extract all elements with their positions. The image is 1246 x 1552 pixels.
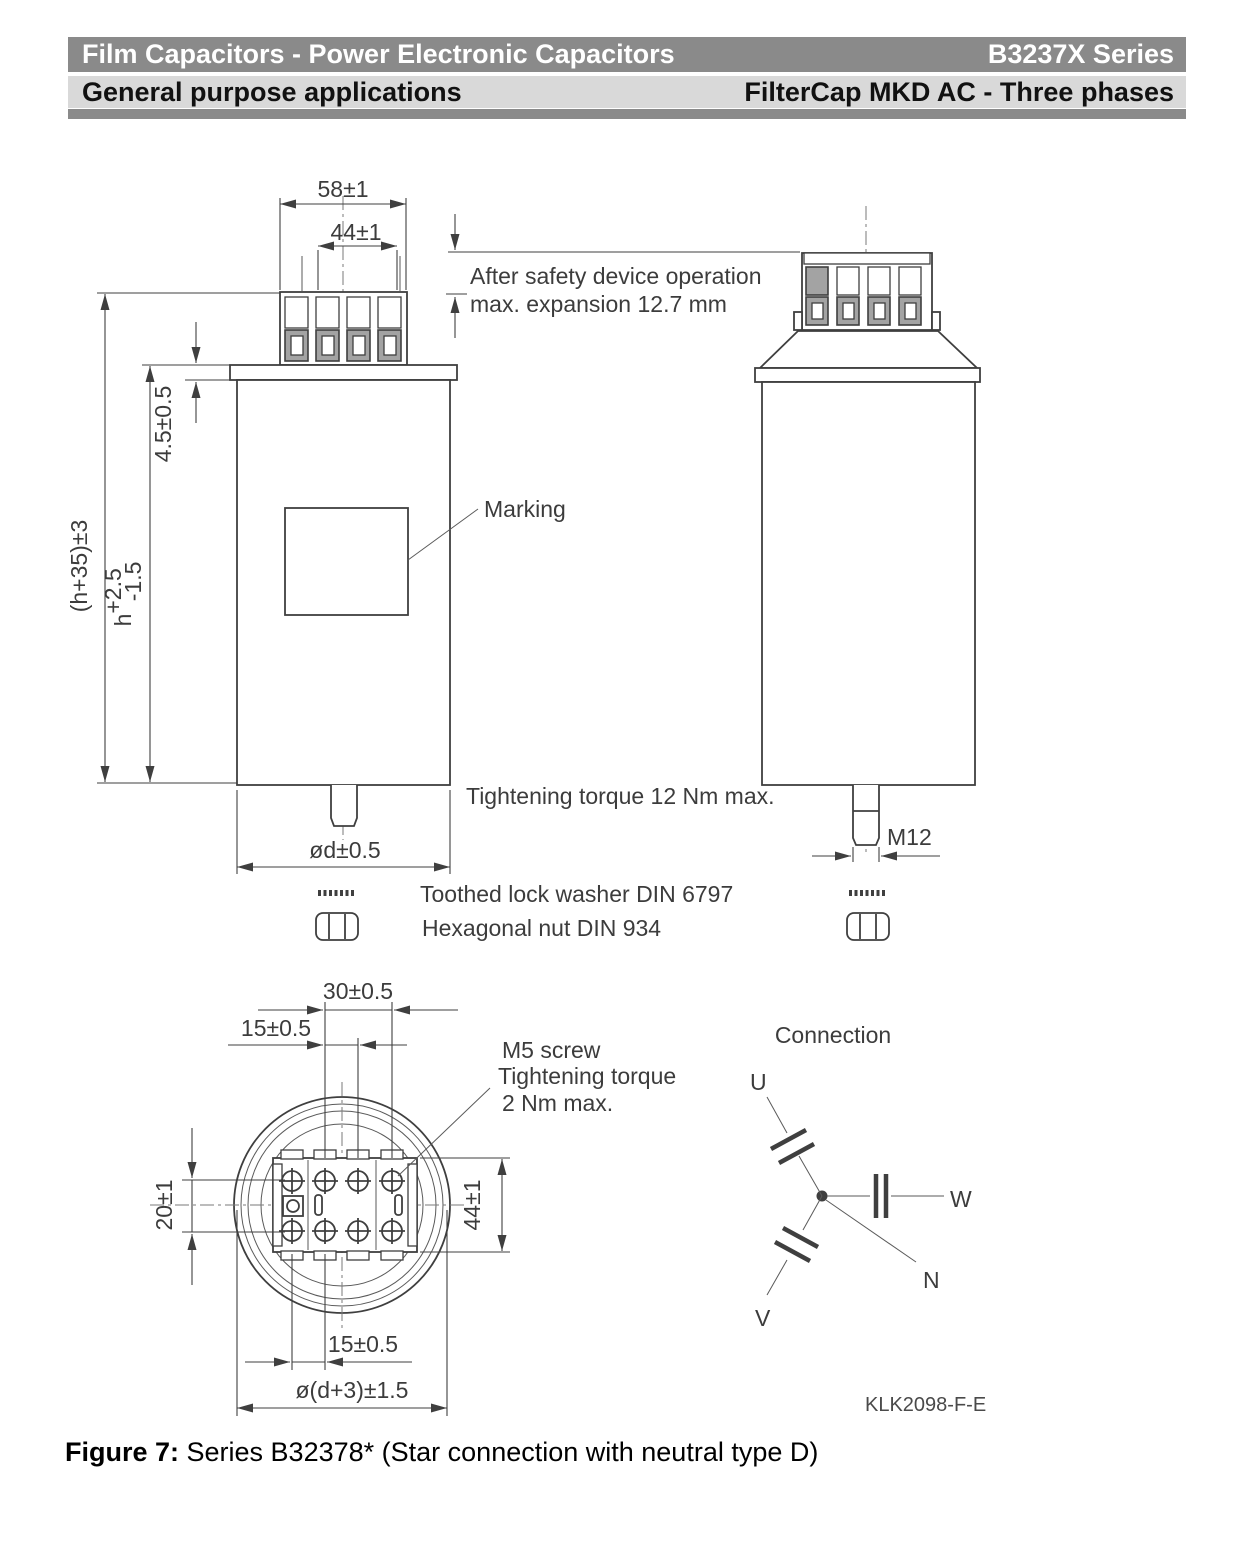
- expansion-note-line1: After safety device operation: [470, 263, 762, 289]
- dim-lid-height: 4.5±0.5: [150, 386, 176, 463]
- header-series: B3237X Series: [987, 39, 1174, 69]
- expansion-note-line2: max. expansion 12.7 mm: [470, 291, 727, 317]
- slot: [394, 1194, 403, 1216]
- terminal-screws: [279, 1168, 405, 1244]
- screw-note-line2: Tightening torque: [498, 1063, 676, 1089]
- dim-44-top: 44±1: [331, 219, 382, 245]
- dim-15-top: 15±0.5: [241, 1015, 311, 1041]
- figure-caption-text: Series B32378* (Star connection with neu…: [179, 1437, 819, 1467]
- header-application: General purpose applications: [82, 76, 462, 107]
- header-title: Film Capacitors - Power Electronic Capac…: [82, 39, 675, 69]
- figure-caption: Figure 7: Series B32378* (Star connectio…: [65, 1437, 965, 1468]
- dim-44-block: 44±1: [459, 1180, 485, 1231]
- dim-58: 58±1: [318, 176, 369, 202]
- bottom-terminal-block: [272, 1149, 418, 1261]
- phase-w-label: W: [950, 1186, 972, 1212]
- side-stud: [852, 785, 880, 846]
- connection-diagram: Connection U V W N: [750, 1022, 972, 1331]
- top-dimensions: 58±1 44±1 After safety device operation …: [279, 176, 800, 338]
- front-lid-flange: [229, 364, 458, 381]
- side-lid-flange: [754, 367, 981, 383]
- side-view: [754, 206, 981, 852]
- front-view: [229, 196, 458, 840]
- dim-total-height: (h+35)±3: [66, 520, 92, 613]
- front-stud: [330, 785, 358, 827]
- capacitor-plate: [773, 1240, 812, 1263]
- header-rule: [68, 109, 1186, 119]
- dim-body-height: h+2.5-1.5: [100, 562, 146, 627]
- header-bar-secondary: General purpose applications FilterCap M…: [68, 76, 1186, 108]
- screw-note-line1: M5 screw: [502, 1037, 601, 1063]
- screw-note-line3: 2 Nm max.: [502, 1090, 613, 1116]
- slot: [314, 1194, 323, 1216]
- phase-v-label: V: [755, 1305, 771, 1331]
- neutral-label: N: [923, 1267, 940, 1293]
- keying-square: [282, 1195, 304, 1217]
- side-body: [761, 381, 976, 786]
- nut-label: Hexagonal nut DIN 934: [422, 915, 661, 941]
- doc-code: KLK2098-F-E: [865, 1394, 986, 1416]
- dim-30: 30±0.5: [323, 978, 393, 1004]
- dim-diameter: ød±0.5: [309, 837, 380, 863]
- hardware-symbols: Toothed lock washer DIN 6797 Hexagonal n…: [315, 881, 890, 941]
- stud-dimensions: Tightening torque 12 Nm max. ød±0.5 M12: [236, 783, 940, 874]
- marking-callout: Marking: [407, 496, 566, 561]
- header-product: FilterCap MKD AC - Three phases: [744, 76, 1174, 107]
- front-terminal-block: [279, 291, 408, 366]
- stud-torque-note: Tightening torque 12 Nm max.: [466, 783, 775, 809]
- marking-area: [284, 507, 409, 616]
- bottom-view: 30±0.5 15±0.5 20±1 44±1 15±0.5: [150, 978, 676, 1416]
- washer-label: Toothed lock washer DIN 6797: [420, 881, 733, 907]
- header-bar-primary: Film Capacitors - Power Electronic Capac…: [68, 37, 1186, 72]
- capacitor-plate: [781, 1226, 820, 1249]
- connection-title: Connection: [775, 1022, 891, 1048]
- dim-thread: M12: [887, 824, 932, 850]
- dim-bottom-diameter: ø(d+3)±1.5: [296, 1377, 409, 1403]
- capacitor-plate: [769, 1128, 808, 1151]
- front-body: [236, 379, 451, 786]
- hex-nut-icon: [846, 912, 890, 941]
- side-dome: [757, 330, 980, 369]
- dim-20: 20±1: [151, 1180, 177, 1231]
- capacitor-plate: [777, 1142, 816, 1165]
- dim-15-bottom: 15±0.5: [328, 1331, 398, 1357]
- marking-label: Marking: [484, 496, 566, 522]
- side-terminal-block: [793, 252, 941, 331]
- figure-caption-label: Figure 7:: [65, 1437, 180, 1467]
- left-dimensions: (h+35)±3 h+2.5-1.5 4.5±0.5: [66, 292, 280, 784]
- hex-nut-icon: [315, 912, 359, 941]
- phase-u-label: U: [750, 1069, 767, 1095]
